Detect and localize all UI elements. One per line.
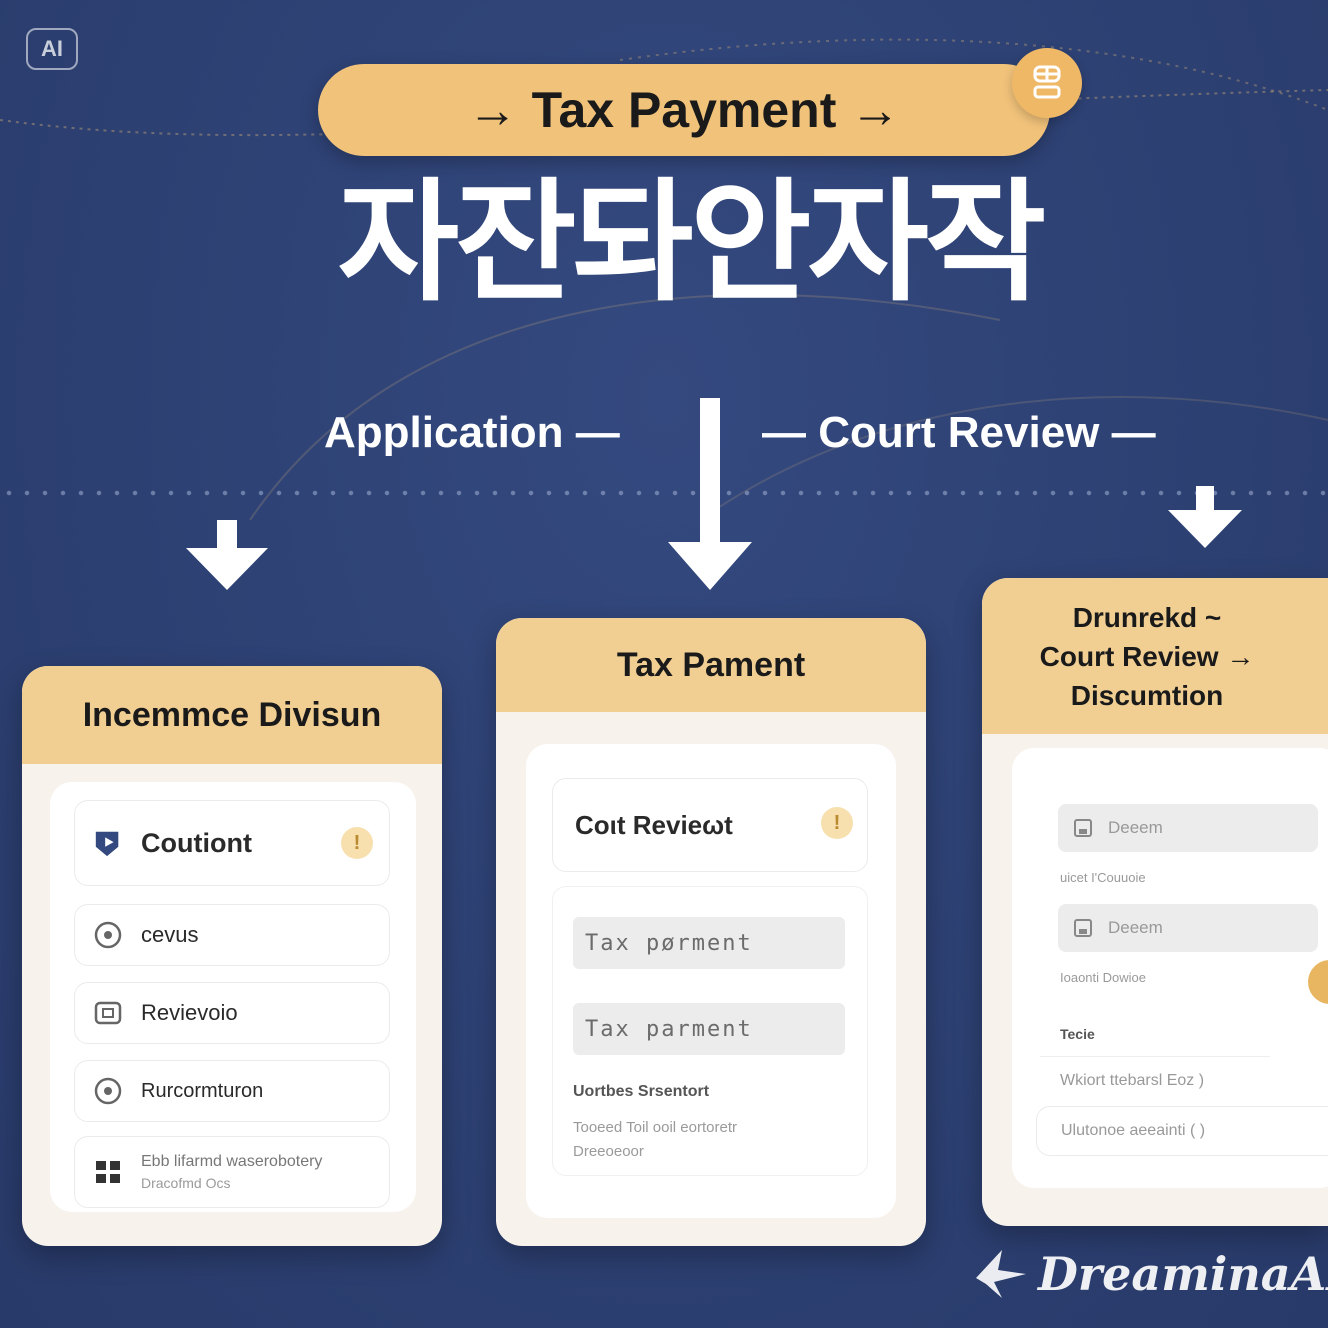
list-item-reviewoio[interactable]: Revievoio — [74, 982, 390, 1044]
flow-label-court-review: — Court Review — — [762, 408, 1156, 457]
warning-icon: ! — [341, 827, 373, 859]
list-item-label: Coutiont — [141, 827, 252, 858]
korean-title: 자잔돠안자작 — [337, 166, 1047, 320]
watermark-text: DreaminaAI — [1038, 1247, 1328, 1301]
card-header-line: Court Review → — [1039, 640, 1255, 672]
arrow-down-left-icon — [186, 520, 268, 590]
list-row[interactable]: Ulutonoe aeeainti ( ) — [1036, 1106, 1328, 1156]
list-item-sublabel: Dracofmd Ocs — [141, 1175, 231, 1191]
item-caption: Ioaonti Dowioe — [1060, 970, 1146, 985]
card-tax-payment: Tax Pament Coιt Revieωt ! Tax pørment Ta… — [496, 618, 926, 1246]
tax-payment-input-1[interactable]: Tax pørment — [573, 917, 845, 969]
flow-label-application: Application — — [324, 408, 620, 457]
list-item-coutiont[interactable]: Coutiont ! — [74, 800, 390, 886]
scan-frame-icon — [93, 998, 123, 1028]
court-review-row[interactable]: Coιt Revieωt ! — [552, 778, 868, 872]
section-label: Tecie — [1060, 1026, 1095, 1042]
card-header: Tax Pament — [496, 618, 926, 712]
watermark: DreaminaAI — [972, 1244, 1328, 1304]
item-caption: uicet I'Couuoie — [1060, 870, 1146, 885]
card-court-review-discussion: Drunrekd ~ Court Review → Discumtion Dee… — [982, 578, 1328, 1226]
save-icon — [1072, 917, 1094, 939]
list-item-cevus[interactable]: cevus — [74, 904, 390, 966]
tax-form-panel: Tax pørment Tax parment Uortbes Srsentor… — [552, 886, 868, 1176]
warning-icon: ! — [821, 807, 853, 839]
card-header: Incemmce Divisun — [22, 666, 442, 764]
dreamina-logo-icon — [976, 1250, 1026, 1298]
list-item-label: cevus — [141, 922, 199, 947]
card-header-line: Discumtion — [1070, 679, 1224, 711]
card-body: Coutiont ! cevus Revievoio Rurcormturon — [50, 782, 416, 1212]
list-item-label: Revievoio — [141, 1000, 238, 1025]
card-header-line: Drunrekd ~ — [1072, 601, 1222, 633]
list-item-ebb[interactable]: Ebb lifarmd waserobotery Dracofmd Ocs — [74, 1136, 390, 1208]
arrow-down-center-icon — [668, 398, 752, 590]
list-row[interactable]: Wkiort ttebarsl Eoz ) — [1040, 1056, 1270, 1104]
item-label: Deeem — [1108, 918, 1163, 937]
card-body: Coιt Revieωt ! Tax pørment Tax parment U… — [526, 744, 896, 1218]
list-item-label: Rurcormturon — [141, 1079, 264, 1102]
list-item-rurcormturon[interactable]: Rurcormturon — [74, 1060, 390, 1122]
dotted-divider — [0, 490, 1328, 496]
shield-play-icon — [93, 828, 123, 858]
banner-calendar-icon — [1012, 48, 1082, 118]
ai-badge: AI — [26, 28, 78, 70]
save-icon — [1072, 817, 1094, 839]
list-row-label: Ulutonoe aeeainti ( ) — [1061, 1122, 1206, 1139]
deeem-item-1[interactable]: Deeem — [1058, 804, 1318, 852]
grid-icon — [93, 1157, 123, 1187]
deeem-item-2[interactable]: Deeem — [1058, 904, 1318, 952]
arrow-down-right-icon — [1168, 486, 1242, 548]
item-label: Deeem — [1108, 818, 1163, 837]
tax-payment-input-2[interactable]: Tax parment — [573, 1003, 845, 1055]
faint-text-line: Dreeoeoor — [573, 1143, 644, 1160]
top-banner-title: → Tax Payment → — [318, 64, 1050, 156]
card-income-division: Incemmce Divisun Coutiont ! cevus Reviev… — [22, 666, 442, 1246]
card-body: Deeem uicet I'Couuoie Deeem Ioaonti Dowi… — [1012, 748, 1328, 1188]
toggle-handle[interactable] — [1308, 960, 1328, 1004]
target-icon — [93, 920, 123, 950]
list-row-label: Wkiort ttebarsl Eoz ) — [1060, 1071, 1205, 1089]
section-label: Uortbes Srsentort — [573, 1083, 710, 1100]
card-header: Drunrekd ~ Court Review → Discumtion — [982, 578, 1328, 734]
faint-text-line: Tooeed Toil ooil eortoretr — [573, 1119, 737, 1136]
target-icon — [93, 1076, 123, 1106]
list-item-label: Ebb lifarmd waserobotery — [141, 1153, 323, 1170]
court-review-label: Coιt Revieωt — [575, 809, 733, 840]
